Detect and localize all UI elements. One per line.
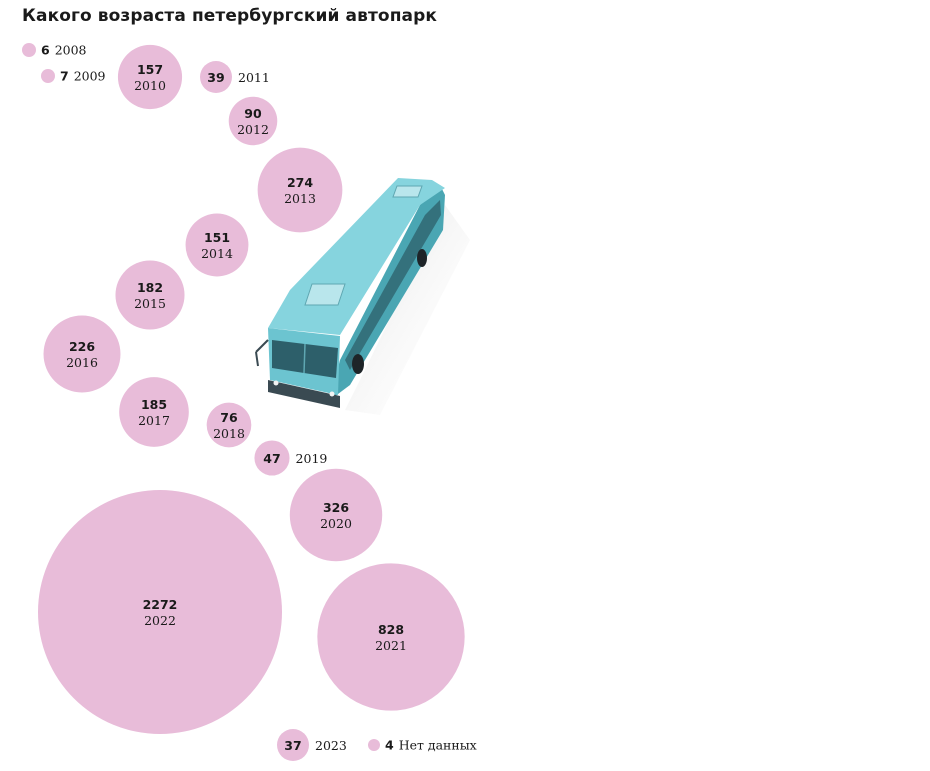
bus-illustration	[255, 178, 470, 415]
bubble-count-2014: 151	[204, 230, 230, 245]
bubble-2016	[43, 315, 121, 393]
bubble-year-2013: 2013	[284, 191, 316, 206]
bubble-2019	[254, 440, 290, 476]
bubble-count-2008: 6	[41, 43, 50, 58]
bubble-2015	[115, 260, 185, 330]
bubble-2009	[41, 69, 55, 83]
bubble-year-2015: 2015	[134, 296, 166, 311]
bubble-count-2011: 39	[207, 70, 224, 85]
bubble-count-2020: 326	[323, 500, 349, 515]
bubble-count-2010: 157	[137, 62, 163, 77]
bubble-count-2009: 7	[60, 69, 69, 84]
bubble-2021	[317, 563, 465, 711]
bubble-year-2014: 2014	[201, 246, 233, 261]
bubble-item-2011: 39 2011	[200, 61, 270, 93]
bubble-item-2009: 7 2009	[41, 69, 106, 84]
bubble-count-2018: 76	[220, 410, 238, 425]
bubble-item-2019: 47 2019	[254, 440, 328, 476]
bubble-item-2008: 6 2008	[22, 43, 87, 58]
bubble-count-2021: 828	[378, 622, 404, 637]
chart-title: Какого возраста петербургский автопарк	[22, 6, 438, 26]
bubble-year-2022: 2022	[144, 613, 176, 628]
bubble-year-2008: 2008	[55, 43, 87, 58]
bubble-year-нет-данных: Нет данных	[399, 738, 477, 753]
bubble-count-нет-данных: 4	[385, 738, 394, 753]
bubble-year-2009: 2009	[74, 69, 106, 84]
bubble-item-2023: 37 2023	[277, 729, 347, 761]
bubble-2023	[277, 729, 309, 761]
bubble-item-нет-данных: 4 Нет данных	[368, 738, 477, 753]
bubble-count-2013: 274	[287, 175, 313, 190]
bubble-2022	[38, 490, 282, 734]
bubble-count-2012: 90	[244, 106, 262, 121]
bubble-count-2015: 182	[137, 280, 163, 295]
bubble-label-2009: 7 2009	[60, 69, 106, 84]
bubble-2018	[206, 402, 252, 448]
bubble-year-2012: 2012	[237, 122, 269, 137]
bubble-2013	[257, 147, 343, 233]
bubble-year-2016: 2016	[66, 355, 98, 370]
bubble-label-нет-данных: 4 Нет данных	[385, 738, 477, 753]
bubble-2014	[185, 213, 249, 277]
bubble-2017	[119, 377, 189, 447]
bubble-2012	[228, 96, 278, 146]
bubble-count-2016: 226	[69, 339, 95, 354]
bubble-year-2010: 2010	[134, 78, 166, 93]
bubble-year-2017: 2017	[138, 413, 170, 428]
bubble-year-2023: 2023	[315, 738, 347, 753]
bubble-2011	[200, 61, 232, 93]
bubble-year-2019: 2019	[296, 451, 328, 466]
bubble-count-2019: 47	[263, 451, 280, 466]
bubble-count-2022: 2272	[143, 597, 178, 612]
bubble-label-2008: 6 2008	[41, 43, 87, 58]
bubble-year-2021: 2021	[375, 638, 407, 653]
bubble-year-2020: 2020	[320, 516, 352, 531]
bubble-2020	[289, 468, 383, 562]
bubble-year-2018: 2018	[213, 426, 245, 441]
bubble-2008	[22, 43, 36, 57]
bubble-нет-данных	[368, 739, 380, 751]
bubble-count-2017: 185	[141, 397, 167, 412]
bubble-count-2023: 37	[284, 738, 301, 753]
bubble-2010	[117, 44, 183, 110]
bubble-year-2011: 2011	[238, 70, 270, 85]
